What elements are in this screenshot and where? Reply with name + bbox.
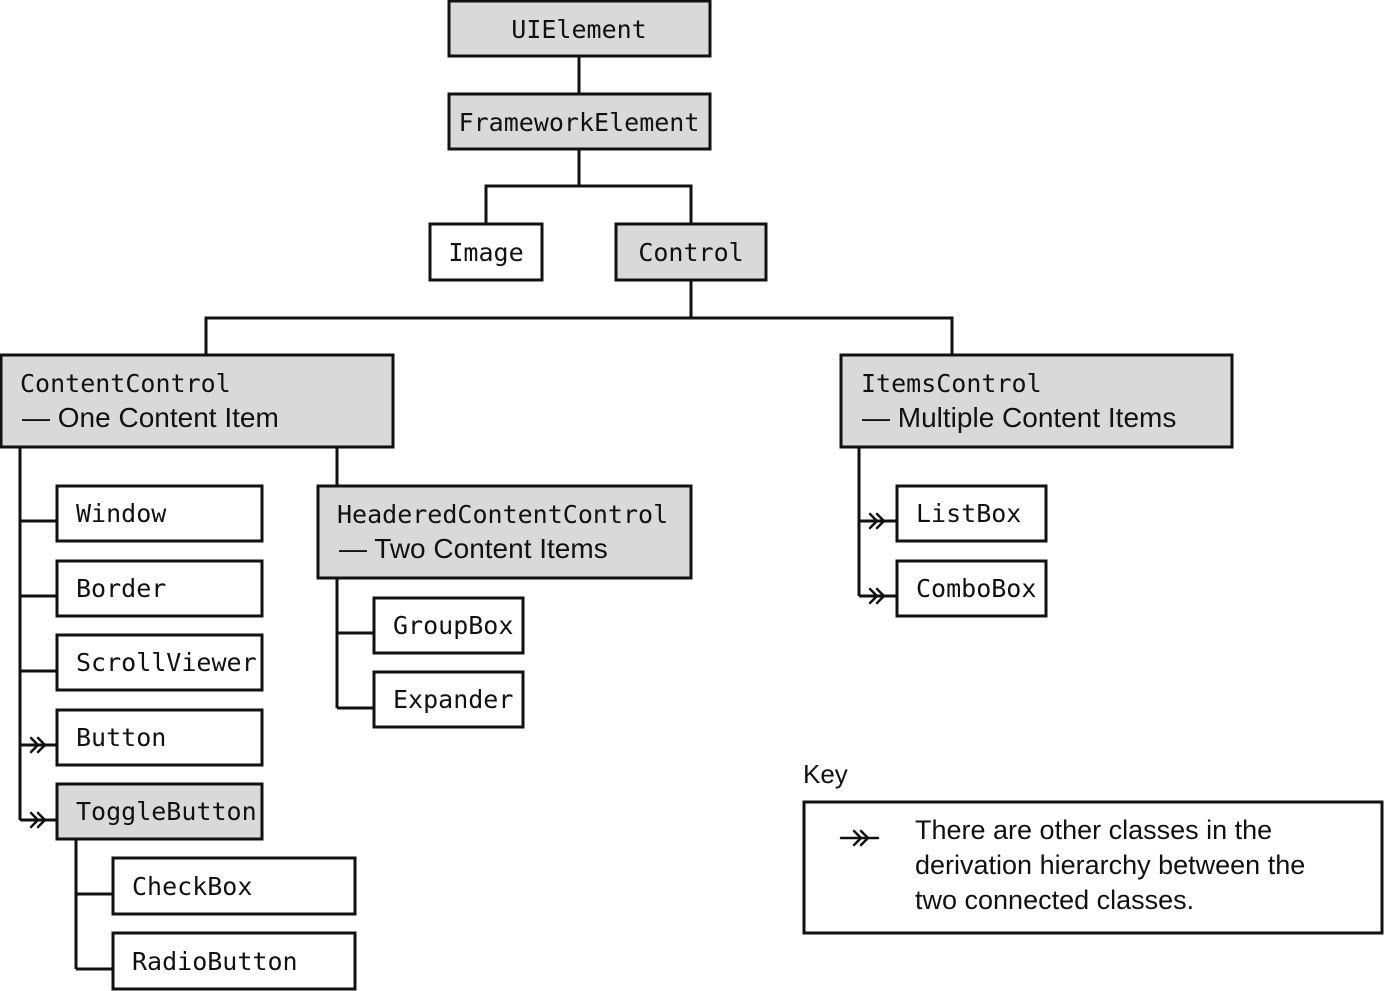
skip-marker-button <box>29 736 47 754</box>
node-control-label: Control <box>638 238 743 267</box>
node-border: Border <box>55 559 264 618</box>
connector-lines <box>18 56 954 971</box>
node-contentcontrol-label: ContentControl <box>20 369 231 398</box>
node-expander-label: Expander <box>393 685 513 714</box>
node-headeredcontentcontrol-label: HeaderedContentControl <box>337 500 668 529</box>
node-checkbox-label: CheckBox <box>132 872 252 901</box>
node-window: Window <box>55 484 264 543</box>
node-frameworkelement: FrameworkElement <box>447 92 712 151</box>
key-line-1: There are other classes in the <box>915 815 1272 845</box>
node-togglebutton-label: ToggleButton <box>76 797 257 826</box>
node-itemscontrol: ItemsControl — Multiple Content Items <box>839 353 1234 449</box>
node-scrollviewer-label: ScrollViewer <box>76 648 257 677</box>
node-listbox-label: ListBox <box>916 499 1021 528</box>
node-contentcontrol: ContentControl — One Content Item <box>0 353 395 449</box>
node-image: Image <box>428 222 544 282</box>
node-itemscontrol-label: ItemsControl <box>861 369 1042 398</box>
skip-marker-togglebutton <box>29 811 47 829</box>
key-box: There are other classes in the derivatio… <box>802 800 1384 935</box>
node-itemscontrol-desc: — Multiple Content Items <box>862 402 1176 433</box>
node-groupbox: GroupBox <box>372 596 525 655</box>
node-uielement-label: UIElement <box>511 15 646 44</box>
node-radiobutton-label: RadioButton <box>132 947 298 976</box>
node-expander: Expander <box>372 670 525 729</box>
node-button: Button <box>55 708 264 767</box>
skip-marker-listbox <box>868 512 886 530</box>
node-border-label: Border <box>76 574 166 603</box>
node-uielement: UIElement <box>447 0 712 58</box>
node-control: Control <box>614 222 768 282</box>
node-radiobutton: RadioButton <box>111 931 357 991</box>
node-combobox: ComboBox <box>895 559 1048 618</box>
node-togglebutton: ToggleButton <box>55 782 264 841</box>
node-groupbox-label: GroupBox <box>393 611 513 640</box>
node-image-label: Image <box>448 238 523 267</box>
skip-marker-combobox <box>868 587 886 605</box>
key-line-2: derivation hierarchy between the <box>915 850 1305 880</box>
node-scrollviewer: ScrollViewer <box>55 633 264 692</box>
node-headeredcontentcontrol-desc: — Two Content Items <box>339 533 608 564</box>
node-checkbox: CheckBox <box>111 856 357 916</box>
key-line-3: two connected classes. <box>915 885 1194 915</box>
node-headeredcontentcontrol: HeaderedContentControl — Two Content Ite… <box>316 484 693 580</box>
double-slash-skip-icon <box>839 829 880 847</box>
node-window-label: Window <box>76 499 167 528</box>
node-combobox-label: ComboBox <box>916 574 1036 603</box>
key-title: Key <box>803 759 848 789</box>
node-contentcontrol-desc: — One Content Item <box>22 402 279 433</box>
node-button-label: Button <box>76 723 166 752</box>
node-frameworkelement-label: FrameworkElement <box>459 108 700 137</box>
node-listbox: ListBox <box>895 484 1048 543</box>
